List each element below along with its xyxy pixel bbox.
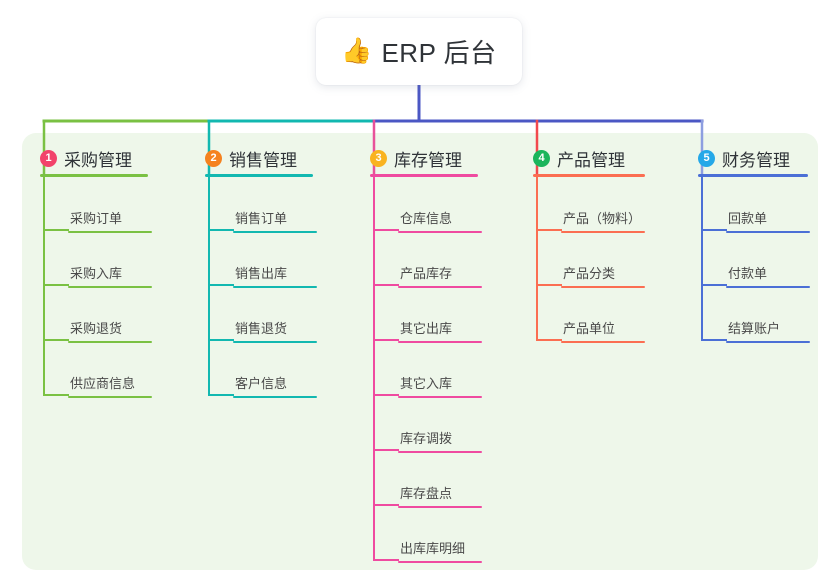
- column-header-3[interactable]: 3 库存管理: [370, 146, 462, 171]
- leaf-label: 结算账户: [728, 321, 781, 336]
- leaf-item[interactable]: 采购退货: [68, 318, 152, 343]
- column-header-4[interactable]: 4 产品管理: [533, 146, 625, 171]
- leaf-label: 出库库明细: [400, 541, 466, 556]
- column-badge-2: 2: [205, 150, 222, 167]
- leaf-item[interactable]: 出库库明细: [398, 538, 482, 563]
- leaf-item[interactable]: 回款单: [726, 208, 810, 233]
- leaf-rule: [561, 286, 645, 288]
- leaf-label: 销售订单: [235, 211, 288, 226]
- leaf-rule: [68, 286, 152, 288]
- leaf-label: 仓库信息: [400, 211, 453, 226]
- leaf-label: 产品单位: [563, 321, 616, 336]
- thumbs-up-icon: 👍: [341, 37, 373, 65]
- column-badge-3: 3: [370, 150, 387, 167]
- leaf-label: 其它入库: [400, 376, 453, 391]
- leaf-item[interactable]: 采购入库: [68, 263, 152, 288]
- leaf-item[interactable]: 付款单: [726, 263, 810, 288]
- leaf-rule: [561, 341, 645, 343]
- leaf-label: 回款单: [728, 211, 768, 226]
- column-title-5: 财务管理: [722, 151, 790, 170]
- root-node[interactable]: 👍 ERP 后台: [316, 18, 522, 85]
- leaf-rule: [68, 231, 152, 233]
- leaf-label: 销售退货: [235, 321, 288, 336]
- leaf-rule: [233, 341, 317, 343]
- leaf-rule: [233, 396, 317, 398]
- leaf-label: 产品库存: [400, 266, 453, 281]
- leaf-rule: [398, 451, 482, 453]
- leaf-item[interactable]: 库存盘点: [398, 483, 482, 508]
- leaf-label: 客户信息: [235, 376, 288, 391]
- leaf-label: 供应商信息: [70, 376, 136, 391]
- column-rule-5: [698, 174, 808, 177]
- leaf-rule: [68, 341, 152, 343]
- leaf-item[interactable]: 产品库存: [398, 263, 482, 288]
- leaf-item[interactable]: 采购订单: [68, 208, 152, 233]
- leaf-item[interactable]: 销售退货: [233, 318, 317, 343]
- leaf-item[interactable]: 其它入库: [398, 373, 482, 398]
- root-title: ERP 后台: [381, 38, 497, 68]
- leaf-rule: [233, 286, 317, 288]
- column-badge-5: 5: [698, 150, 715, 167]
- leaf-item[interactable]: 销售订单: [233, 208, 317, 233]
- leaf-rule: [398, 231, 482, 233]
- leaf-item[interactable]: 客户信息: [233, 373, 317, 398]
- leaf-label: 库存盘点: [400, 486, 453, 501]
- column-rule-4: [533, 174, 645, 177]
- leaf-item[interactable]: 产品（物料）: [561, 208, 645, 233]
- leaf-item[interactable]: 结算账户: [726, 318, 810, 343]
- column-title-4: 产品管理: [557, 151, 625, 170]
- leaf-label: 产品分类: [563, 266, 616, 281]
- leaf-rule: [68, 396, 152, 398]
- column-title-3: 库存管理: [394, 151, 462, 170]
- leaf-rule: [233, 231, 317, 233]
- leaf-label: 采购入库: [70, 266, 123, 281]
- leaf-rule: [398, 341, 482, 343]
- leaf-item[interactable]: 销售出库: [233, 263, 317, 288]
- leaf-label: 库存调拨: [400, 431, 453, 446]
- column-header-1[interactable]: 1 采购管理: [40, 146, 132, 171]
- leaf-item[interactable]: 仓库信息: [398, 208, 482, 233]
- leaf-rule: [398, 286, 482, 288]
- column-badge-4: 4: [533, 150, 550, 167]
- leaf-item[interactable]: 库存调拨: [398, 428, 482, 453]
- column-rule-3: [370, 174, 478, 177]
- column-header-5[interactable]: 5 财务管理: [698, 146, 790, 171]
- column-title-1: 采购管理: [64, 151, 132, 170]
- leaf-item[interactable]: 其它出库: [398, 318, 482, 343]
- leaf-rule: [398, 396, 482, 398]
- leaf-rule: [398, 561, 482, 563]
- leaf-rule: [398, 506, 482, 508]
- leaf-rule: [726, 286, 810, 288]
- leaf-rule: [726, 341, 810, 343]
- leaf-label: 产品（物料）: [563, 211, 642, 226]
- column-title-2: 销售管理: [229, 151, 297, 170]
- leaf-item[interactable]: 产品分类: [561, 263, 645, 288]
- leaf-label: 付款单: [728, 266, 768, 281]
- leaf-label: 销售出库: [235, 266, 288, 281]
- column-badge-1: 1: [40, 150, 57, 167]
- leaf-label: 采购退货: [70, 321, 123, 336]
- leaf-label: 采购订单: [70, 211, 123, 226]
- column-rule-1: [40, 174, 148, 177]
- leaf-label: 其它出库: [400, 321, 453, 336]
- leaf-item[interactable]: 供应商信息: [68, 373, 152, 398]
- diagram-panel: [22, 133, 818, 570]
- leaf-item[interactable]: 产品单位: [561, 318, 645, 343]
- leaf-rule: [561, 231, 645, 233]
- column-rule-2: [205, 174, 313, 177]
- column-header-2[interactable]: 2 销售管理: [205, 146, 297, 171]
- leaf-rule: [726, 231, 810, 233]
